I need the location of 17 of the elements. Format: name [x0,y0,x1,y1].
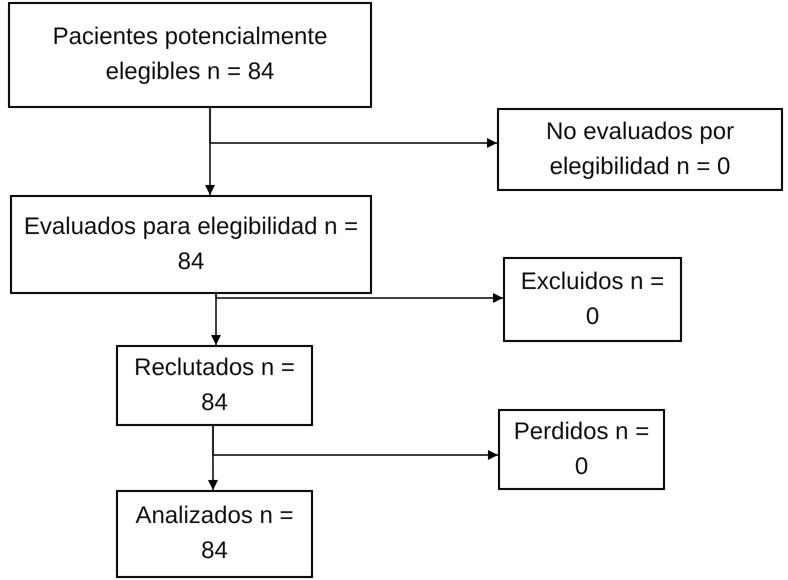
process-box [8,2,372,108]
process-box [503,257,682,342]
arrow [209,108,497,148]
box-label: Analizados n = 84 [134,501,295,566]
box-label: Excluidos n = 0 [520,266,666,332]
process-box [10,195,372,294]
arrow [215,293,503,303]
process-box [497,108,783,191]
box-label: Reclutados n = 84 [133,352,296,418]
box-label: Perdidos n = 0 [512,416,650,482]
process-box [116,345,313,426]
process-box [116,490,313,578]
arrow [212,426,498,460]
box-label: Pacientes potencialmente elegibles n = 84 [52,22,328,87]
box-label: No evaluados por elegibilidad n = 0 [544,116,736,182]
process-box [498,409,665,490]
box-label: Evaluados para elegibilidad n = 84 [22,212,360,276]
